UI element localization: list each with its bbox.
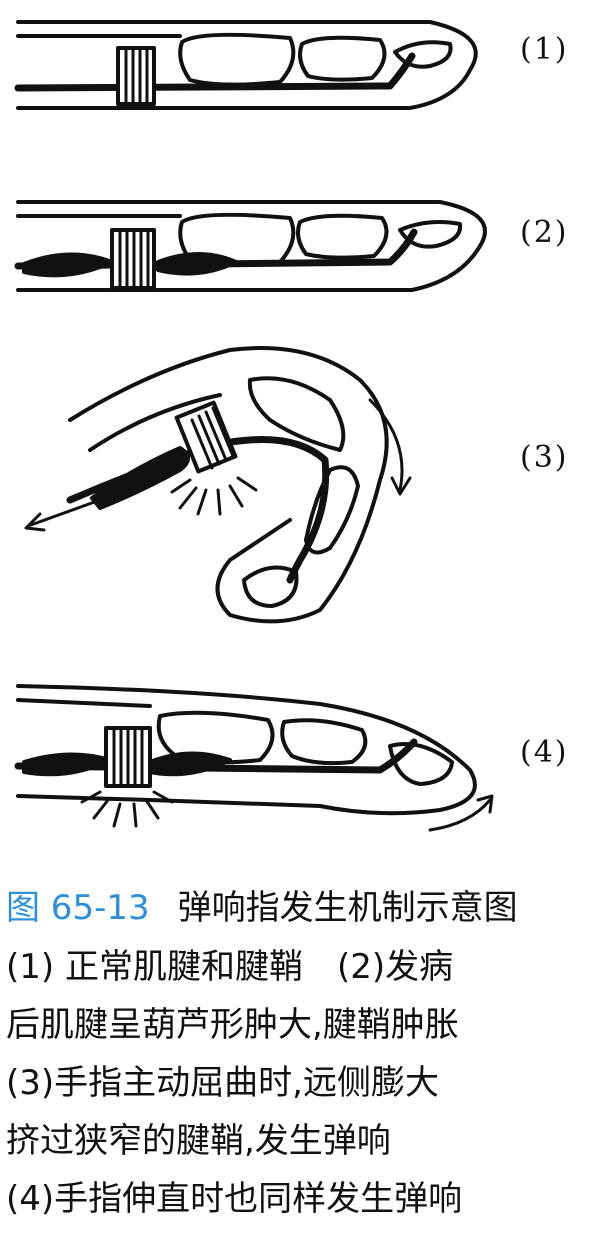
caption-line-3: (3)手指主动屈曲时,远侧膨大 [6,1054,598,1112]
bone-middle-4 [282,720,365,763]
swelling-proximal-2 [24,254,112,275]
bone-proximal-1 [180,35,293,85]
pulley-1 [118,48,154,104]
panel-3-label: (3) [520,440,569,475]
diagram-area: (1) (2) (3) (4) [0,0,602,870]
skin-line-4 [18,700,150,706]
figure-number: 图 65-13 [6,888,150,928]
panel-4-label: (4) [520,735,569,770]
panel-1-drawing [18,22,476,108]
figure-title: 弹响指发生机制示意图 [178,888,518,928]
panel-2-label: (2) [520,215,569,250]
pull-arrow-3 [28,500,100,526]
finger-diagram [0,0,602,870]
caption-line-5: (4)手指伸直时也同样发生弹响 [6,1170,598,1228]
bone-middle-2 [298,216,387,258]
bone-distal-3 [244,568,297,607]
caption-line-4: 挤过狭窄的腱鞘,发生弹响 [6,1112,598,1170]
figure-caption: 图 65-13 弹响指发生机制示意图 (1) 正常肌腱和腱鞘 (2)发病 后肌腱呈… [6,878,598,1228]
snap-marks-3 [172,478,256,514]
caption-title-row: 图 65-13 弹响指发生机制示意图 [6,878,598,938]
panel-3-drawing [26,348,410,621]
panel-2-drawing [18,202,485,290]
bone-middle-1 [300,38,385,80]
caption-line-1: (1) 正常肌腱和腱鞘 (2)发病 [6,938,598,996]
panel-4-drawing [18,686,492,830]
swelling-3 [92,448,188,508]
caption-line-2: 后肌腱呈葫芦形肿大,腱鞘肿胀 [6,996,598,1054]
panel-1-label: (1) [520,32,569,67]
swelling-proximal-4 [24,754,110,774]
swelling-distal-2 [158,254,236,274]
